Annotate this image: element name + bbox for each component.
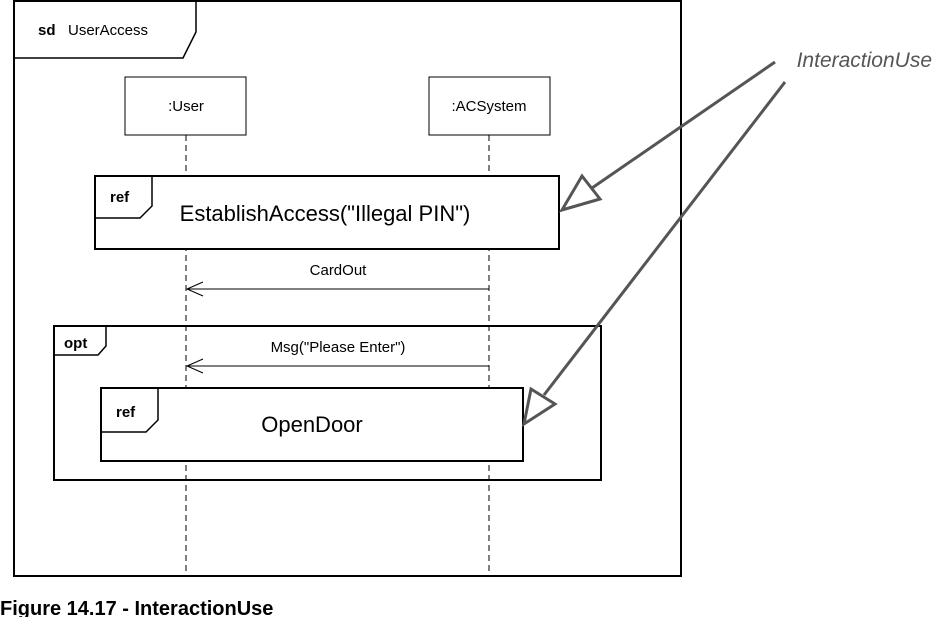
annotation-arrow-1-line xyxy=(591,60,776,190)
sd-frame-tab xyxy=(14,1,197,59)
sd-frame xyxy=(13,0,682,577)
combined-fragment-opt-tab xyxy=(54,326,107,356)
lifeline-acsystem-head xyxy=(428,76,551,136)
interaction-use-open-door xyxy=(100,387,524,462)
lifeline-acsystem-label: :ACSystem xyxy=(451,98,526,115)
sd-frame-keyword: sd xyxy=(38,22,56,39)
lifeline-user-head xyxy=(124,76,247,136)
annotation-arrow-2-head xyxy=(521,386,558,428)
interaction-use-establish-access xyxy=(94,175,560,250)
interaction-use-establish-access-tag: ref xyxy=(110,189,130,206)
interaction-use-open-door-tab xyxy=(101,388,159,433)
interaction-use-open-door-label: OpenDoor xyxy=(261,412,363,437)
message-please-enter-label: Msg("Please Enter") xyxy=(271,339,406,356)
message-please-enter-arrowhead xyxy=(185,358,204,374)
combined-fragment-opt-operator: opt xyxy=(64,335,87,352)
interaction-use-establish-access-tab xyxy=(95,176,153,219)
message-cardout-arrowhead xyxy=(185,281,204,297)
lifeline-user-label: :User xyxy=(168,98,204,115)
annotation-arrow-2-line xyxy=(542,81,787,396)
annotation-interaction-use-label: InteractionUse xyxy=(797,49,932,72)
interaction-use-open-door-tag: ref xyxy=(116,404,136,421)
interaction-use-establish-access-label: EstablishAccess("Illegal PIN") xyxy=(180,201,471,226)
message-cardout-label: CardOut xyxy=(310,262,368,279)
figure-caption: Figure 14.17 - InteractionUse xyxy=(0,598,273,617)
annotation-arrow-1-head xyxy=(558,173,603,213)
sd-frame-name: UserAccess xyxy=(68,22,148,39)
combined-fragment-opt xyxy=(53,325,602,481)
